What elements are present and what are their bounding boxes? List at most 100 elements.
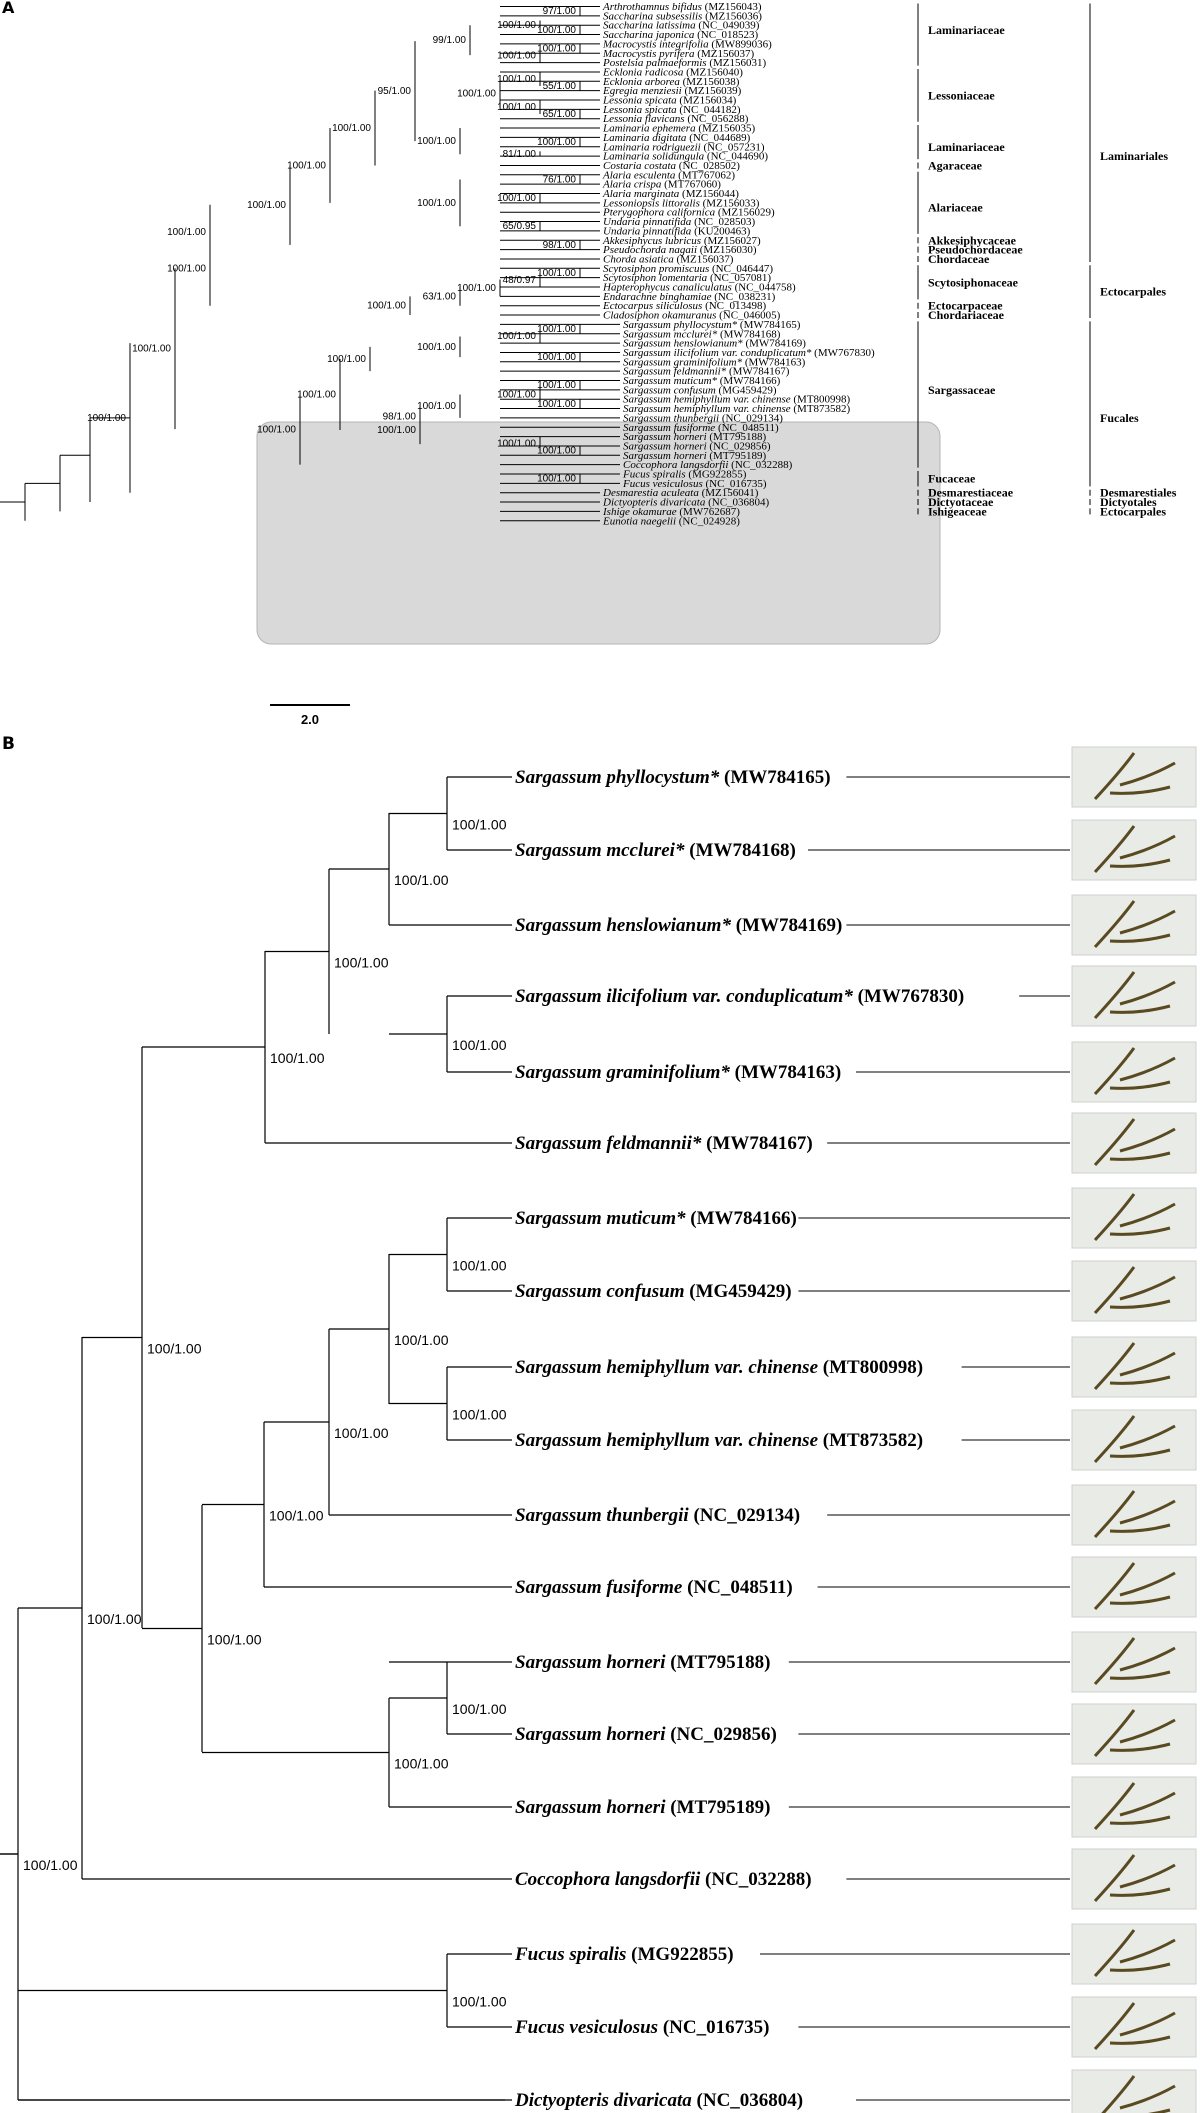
- family-label: Agaraceae: [928, 158, 983, 172]
- taxon-name-a: Laminaria solidungula: [602, 151, 705, 163]
- support-value-a: 100/1.00: [537, 44, 576, 55]
- taxon-accession-a: (MZ156027): [701, 235, 761, 247]
- taxon-accession-a: (NC_013498): [702, 300, 766, 312]
- taxon-accession-a: (MZ156034): [677, 95, 737, 107]
- taxon-name-b: Sargassum mcclurei*: [515, 840, 685, 861]
- support-value-a: 100/1.00: [497, 439, 536, 450]
- taxon-label-a: Laminaria digitata (NC_044689): [602, 132, 751, 144]
- taxon-accession-a: (MT767060): [661, 179, 721, 191]
- specimen-thallus-drawing: [1093, 1709, 1176, 1758]
- taxon-label-a: Sargassum feldmannii* (MW784167): [623, 366, 790, 378]
- family-label: Pseudochordaceae: [928, 243, 1023, 257]
- specimen-thallus-drawing: [1093, 1490, 1176, 1539]
- taxon-label-a: Scytosiphon lomentaria (NC_057081): [603, 272, 771, 284]
- taxon-label-b: Fucus vesiculosus (NC_016735): [514, 2017, 769, 2038]
- specimen-thallus-drawing: [1093, 1929, 1176, 1978]
- taxon-accession-a: (MW784169): [743, 338, 807, 350]
- family-label: Scytosiphonaceae: [928, 275, 1019, 289]
- taxon-name-a: Saccharina japonica: [603, 29, 695, 41]
- taxon-accession-a: (MZ156031): [707, 57, 767, 69]
- family-label: Dictyotaceae: [928, 495, 994, 509]
- taxon-label-a: Pseudochorda nagaii (MZ156030): [602, 244, 757, 256]
- family-label: Sargassaceae: [928, 383, 996, 397]
- support-value-a: 100/1.00: [497, 102, 536, 113]
- support-value-b: 100/1.00: [334, 955, 389, 971]
- taxon-label-b: Sargassum feldmannii* (MW784167): [515, 1133, 813, 1154]
- support-value-a: 100/1.00: [537, 137, 576, 148]
- taxon-label-a: Lessonia spicata (NC_044182): [602, 104, 741, 116]
- support-value-a: 100/1.00: [167, 263, 206, 274]
- taxon-label-b: Sargassum confusum (MG459429): [515, 1281, 792, 1302]
- taxon-name-a: Egregia menziesii: [602, 85, 682, 97]
- specimen-photo: [1071, 1260, 1197, 1322]
- taxon-name-a: Sargassum hemiphyllum var. chinense: [623, 403, 791, 415]
- taxon-accession-b: (MW784169): [731, 915, 842, 936]
- taxon-accession-a: (MW784165): [737, 319, 801, 331]
- specimen-thallus-drawing: [1093, 2002, 1176, 2051]
- taxon-name-a: Hapterophycus canaliculatus: [602, 282, 732, 294]
- taxon-name-a: Undaria pinnatifida: [603, 216, 692, 228]
- taxon-name-b: Sargassum henslowianum*: [515, 915, 731, 936]
- family-label: Alariaceae: [928, 201, 983, 215]
- taxon-name-a: Sargassum hemiphyllum var. chinense: [623, 394, 791, 406]
- taxon-accession-b: (MW784163): [730, 1062, 841, 1083]
- taxon-accession-a: (NC_029856): [707, 440, 771, 452]
- taxon-accession-b: (NC_016735): [658, 2017, 769, 2038]
- taxon-accession-a: (NC_018523): [694, 29, 758, 41]
- taxon-name-a: Scytosiphon promiscuus: [603, 263, 709, 275]
- taxon-accession-a: (NC_044182): [677, 104, 741, 116]
- taxon-name-a: Lessonia flavicans: [602, 113, 685, 125]
- taxon-name-a: Endarachne binghamiae: [602, 291, 712, 303]
- taxon-label-b: Sargassum henslowianum* (MW784169): [515, 915, 842, 936]
- taxon-label-a: Laminaria solidungula (NC_044690): [602, 151, 768, 163]
- taxon-name-b: Sargassum thunbergii: [515, 1505, 689, 1526]
- taxon-name-a: Sargassum horneri: [623, 440, 707, 452]
- support-value-a: 100/1.00: [257, 425, 296, 436]
- panel-b-label: B: [2, 734, 15, 754]
- taxon-accession-a: (MW784163): [742, 356, 806, 368]
- taxon-label-b: Dictyopteris divaricata (NC_036804): [514, 2090, 803, 2111]
- order-label: Ectocarpales: [1100, 285, 1166, 299]
- taxon-accession-a: (NC_046447): [709, 263, 773, 275]
- support-value-a: 100/1.00: [377, 425, 416, 436]
- taxon-name-b: Sargassum phyllocystum*: [515, 767, 720, 788]
- support-value-a: 100/1.00: [367, 301, 406, 312]
- specimen-photo: [1071, 1409, 1197, 1471]
- specimen-photo: [1071, 1703, 1197, 1765]
- taxon-name-a: Arthrothamnus bifidus: [602, 1, 702, 13]
- taxon-accession-a: (MZ156036): [702, 10, 762, 22]
- taxon-label-a: Ecklonia radicosa (MZ156040): [602, 66, 743, 78]
- taxon-name-a: Sargassum confusum: [623, 384, 716, 396]
- support-value-a: 100/1.00: [297, 390, 336, 401]
- taxon-label-b: Coccophora langsdorfii (NC_032288): [515, 1869, 812, 1890]
- taxon-accession-a: (MZ156037): [674, 253, 734, 265]
- support-value-a: 97/1.00: [543, 6, 577, 17]
- taxon-accession-a: (NC_048511): [715, 422, 779, 434]
- taxon-label-a: Macrocystis pyrifera (MZ156037): [602, 48, 754, 60]
- family-label: Chordariaceae: [928, 308, 1005, 322]
- specimen-photo: [1071, 1041, 1197, 1103]
- taxon-name-a: Dictyopteris divaricata: [602, 497, 706, 509]
- taxon-label-a: Sargassum muticum* (MW784166): [623, 375, 781, 387]
- taxon-accession-b: (MT795188): [665, 1652, 770, 1673]
- support-value-a: 100/1.00: [537, 399, 576, 410]
- taxon-name-a: Macrocystis integrifolia: [602, 38, 709, 50]
- taxon-label-a: Sargassum confusum (MG459429): [623, 384, 777, 396]
- order-label: Dictyotales: [1100, 495, 1157, 509]
- support-value-a: 48/0.97: [503, 275, 537, 286]
- taxon-name-b: Sargassum horneri: [515, 1724, 666, 1745]
- taxon-label-b: Sargassum horneri (NC_029856): [515, 1724, 777, 1745]
- support-value-a: 100/1.00: [537, 380, 576, 391]
- support-value-a: 100/1.00: [287, 160, 326, 171]
- specimen-photo: [1071, 965, 1197, 1027]
- support-value-b: 100/1.00: [394, 872, 449, 888]
- taxon-name-a: Alaria marginata: [602, 188, 680, 200]
- taxon-accession-a: (MW784167): [726, 366, 790, 378]
- taxon-name-a: Alaria crispa: [602, 179, 662, 191]
- taxon-name-a: Costaria costata: [603, 160, 677, 172]
- taxon-name-b: Coccophora langsdorfii: [515, 1869, 701, 1890]
- family-label: Ectocarpaceae: [928, 299, 1003, 313]
- specimen-photo: [1071, 1112, 1197, 1174]
- support-value-a: 100/1.00: [497, 74, 536, 85]
- taxon-label-a: Undaria pinnatifida (NC_028503): [603, 216, 756, 228]
